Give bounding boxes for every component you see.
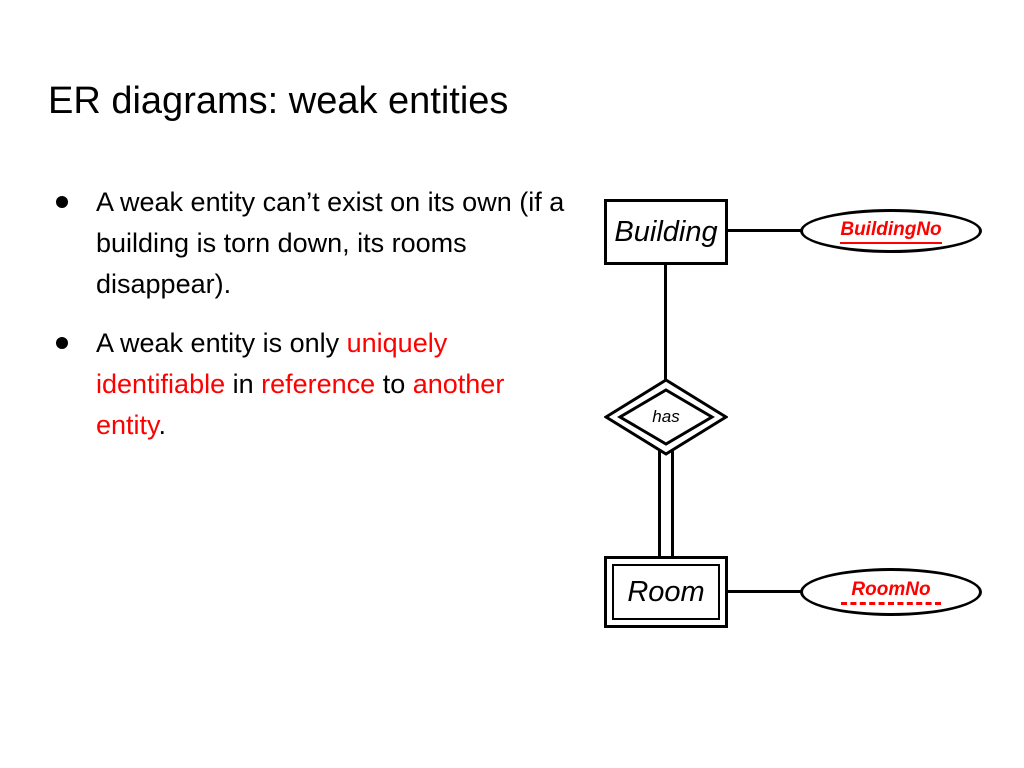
- attribute-buildingno-label: BuildingNo: [840, 219, 942, 244]
- entity-room[interactable]: Room: [604, 556, 728, 628]
- connector-has-to-room-right: [671, 450, 674, 558]
- connector-building-to-buildingno: [728, 229, 802, 232]
- attribute-roomno[interactable]: RoomNo: [800, 568, 982, 616]
- bullet-text: A weak entity is only uniquely identifia…: [96, 323, 568, 446]
- bullet-segment: A weak entity is only: [96, 328, 347, 358]
- page-title: ER diagrams: weak entities: [48, 80, 509, 122]
- double-diamond-shape: [604, 378, 728, 456]
- connector-has-to-room-left: [658, 450, 661, 558]
- bullet-segment-highlight: another entity: [96, 369, 505, 440]
- bullet-dot-icon: [56, 337, 68, 349]
- bullet-segment-highlight: reference: [261, 369, 376, 399]
- list-item: A weak entity can’t exist on its own (if…: [48, 182, 568, 305]
- list-item: A weak entity is only uniquely identifia…: [48, 323, 568, 446]
- bullet-list: A weak entity can’t exist on its own (if…: [48, 182, 568, 464]
- bullet-segment-highlight: uniquely identifiable: [96, 328, 448, 399]
- entity-building-label: Building: [614, 215, 718, 248]
- bullet-text: A weak entity can’t exist on its own (if…: [96, 182, 568, 305]
- entity-building[interactable]: Building: [604, 199, 728, 265]
- bullet-segment: .: [158, 410, 167, 440]
- connector-room-to-roomno: [728, 590, 802, 593]
- connector-building-to-has: [664, 265, 667, 381]
- attribute-buildingno[interactable]: BuildingNo: [800, 209, 982, 253]
- attribute-roomno-label: RoomNo: [841, 579, 941, 605]
- entity-room-inner-border: Room: [612, 564, 720, 620]
- bullet-dot-icon: [56, 196, 68, 208]
- bullet-segment: to: [375, 369, 413, 399]
- bullet-segment: in: [225, 369, 262, 399]
- entity-room-label: Room: [627, 575, 705, 608]
- relationship-has[interactable]: has: [604, 378, 728, 456]
- bullet-segment: A weak entity can’t exist on its own (if…: [96, 187, 565, 299]
